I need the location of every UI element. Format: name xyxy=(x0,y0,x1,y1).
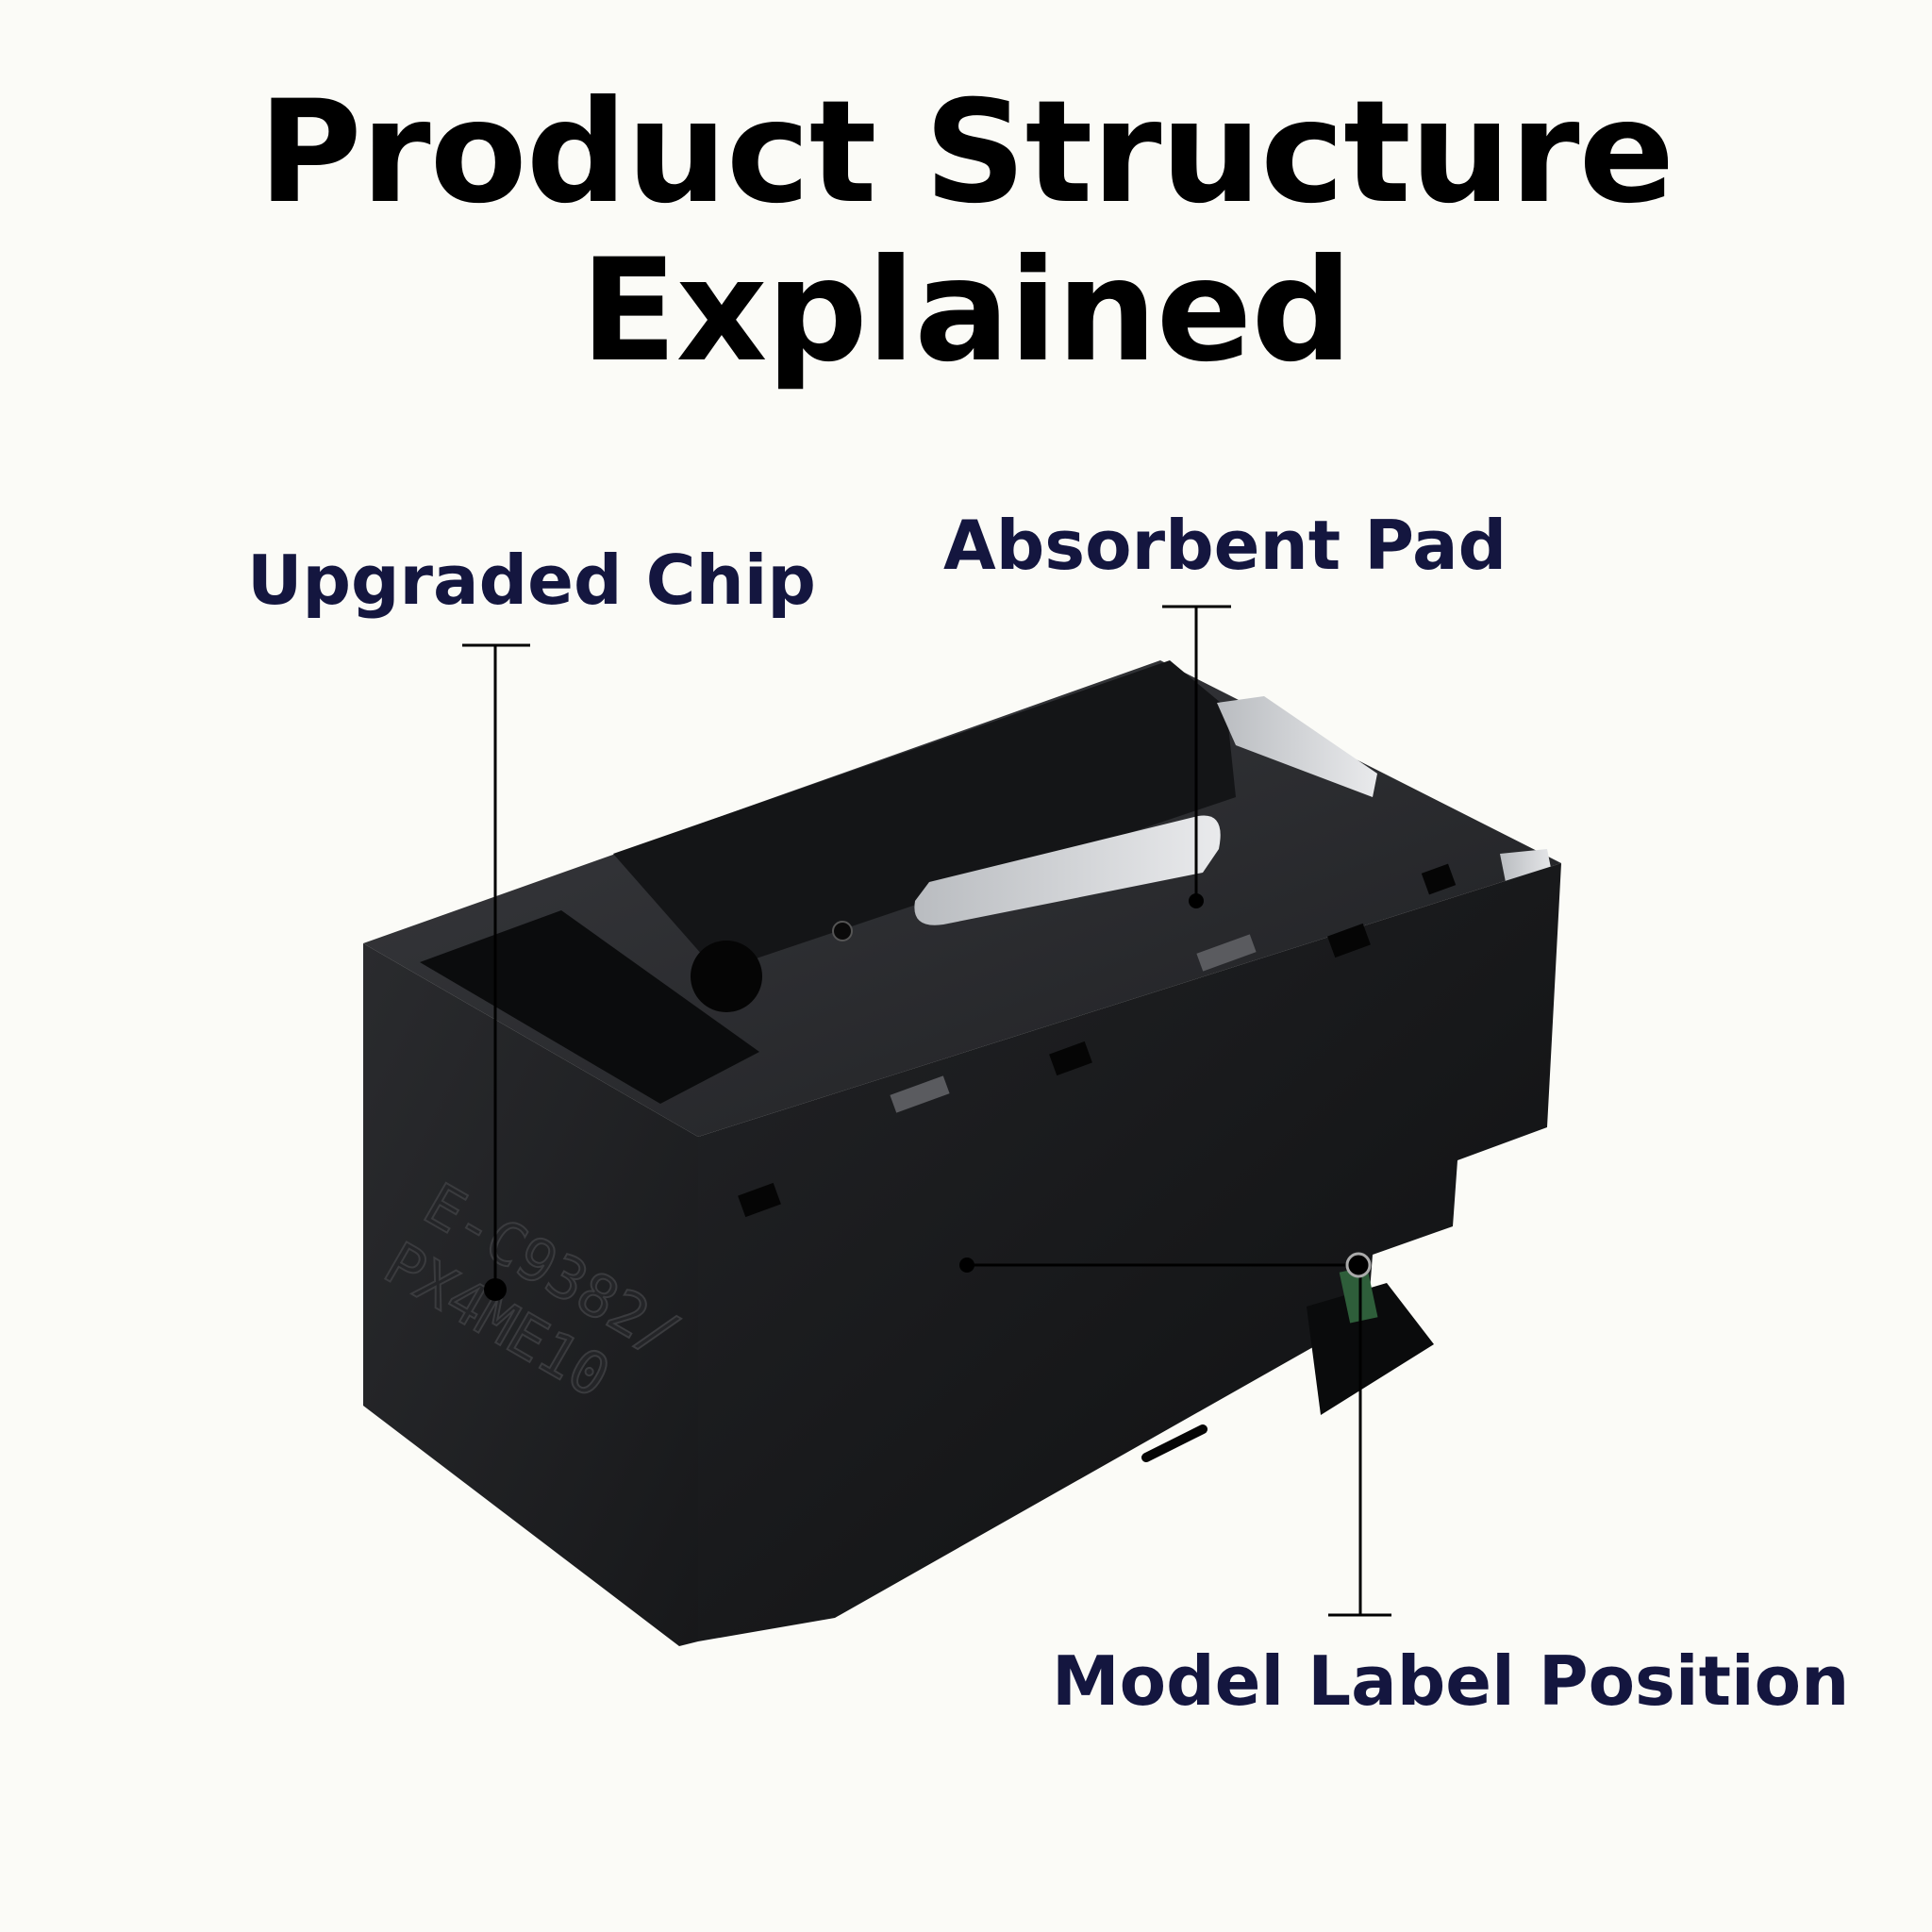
pad-endcap xyxy=(1217,696,1377,797)
callout-absorbent-pad: Absorbent Pad xyxy=(943,506,1507,585)
handle-recess xyxy=(420,910,759,1104)
model-marker-ring xyxy=(1345,1252,1372,1278)
chip-bracket xyxy=(1307,1283,1434,1415)
front-face xyxy=(363,943,698,1646)
pad-marker-dot xyxy=(1189,893,1204,908)
top-screw xyxy=(832,921,853,941)
page-title-line1: Product Structure xyxy=(258,71,1675,235)
side-face xyxy=(698,863,1561,1641)
top-lid xyxy=(613,660,1236,972)
model-marker-dot xyxy=(959,1257,974,1273)
callout-model-label-position: Model Label Position xyxy=(1052,1641,1850,1721)
absorbent-pad-window xyxy=(914,815,1221,925)
page-title-line2: Explained xyxy=(580,229,1353,393)
callout-upgraded-chip: Upgraded Chip xyxy=(247,541,816,620)
top-hole xyxy=(691,941,762,1012)
chip-marker-dot xyxy=(484,1278,507,1301)
chip-board xyxy=(1339,1266,1378,1324)
